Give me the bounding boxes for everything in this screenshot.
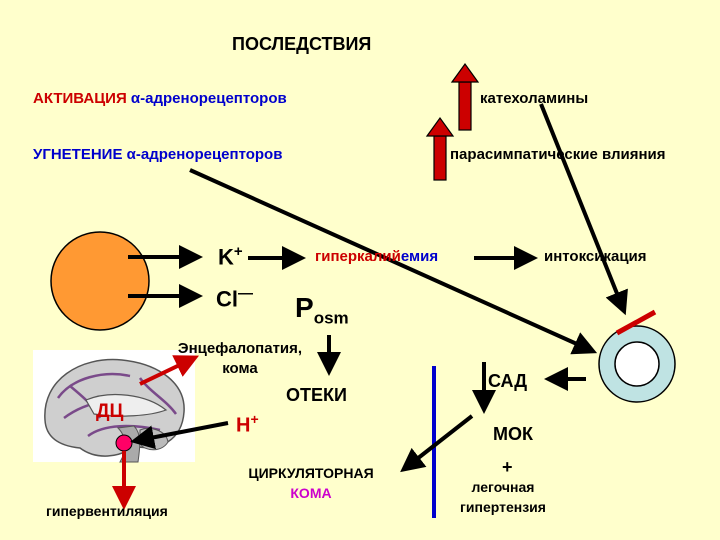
hydrogen-symbol: H bbox=[236, 414, 251, 437]
hyperkalemia-label: гиперкалийемия bbox=[315, 249, 438, 264]
cell-circle bbox=[50, 231, 150, 331]
activation-label: АКТИВАЦИЯ α-адренорецепторов bbox=[33, 91, 287, 106]
respiratory-center-dot bbox=[115, 434, 133, 452]
inhibition-to-vessel-arrow bbox=[189, 168, 598, 355]
pulmonary-hypertension-label: легочная гипертензия bbox=[440, 477, 566, 517]
encephalopathy-line2: кома bbox=[222, 360, 258, 377]
parasympathetic-increase-arrow bbox=[425, 116, 455, 181]
encephalopathy-arrow bbox=[139, 355, 200, 386]
posm-symbol: P bbox=[295, 292, 314, 323]
circulatory-coma-line1: ЦИРКУЛЯТОРНАЯ bbox=[248, 465, 374, 481]
inhibition-label: УГНЕТЕНИЕ α-адренорецепторов bbox=[33, 147, 282, 162]
potassium-charge: + bbox=[233, 243, 243, 260]
catecholamines-to-vessel-arrow bbox=[539, 103, 628, 316]
vessel-block-bar bbox=[615, 309, 657, 336]
vessel-lumen bbox=[614, 341, 660, 387]
encephalopathy-line1: Энцефалопатия, bbox=[177, 340, 303, 357]
posm-label: Posm bbox=[295, 294, 349, 327]
chloride-symbol: Cl bbox=[216, 286, 238, 312]
hydrogen-label: H+ bbox=[236, 412, 259, 436]
pulmonary-hypertension-line2: гипертензия bbox=[460, 499, 546, 515]
to-circulatory-coma-arrow bbox=[400, 414, 474, 473]
inhibition-rest: α-адренорецепторов bbox=[122, 146, 283, 163]
chloride-label: Cl— bbox=[216, 286, 253, 310]
encephalopathy-label: Энцефалопатия, кома bbox=[165, 339, 315, 379]
page-title: ПОСЛЕДСТВИЯ bbox=[232, 34, 372, 54]
hyperventilation-label: гипервентиляция bbox=[46, 503, 168, 519]
circulatory-coma-label: ЦИРКУЛЯТОРНАЯ КОМА bbox=[226, 463, 396, 503]
inhibition-word: УГНЕТЕНИЕ bbox=[33, 146, 123, 163]
catecholamines-increase-arrow bbox=[450, 62, 480, 131]
catecholamines-label: катехоламины bbox=[480, 90, 589, 107]
hyperkalemia-blue: емия bbox=[400, 248, 439, 265]
edema-label: ОТЕКИ bbox=[286, 385, 347, 405]
respiratory-center-label: ДЦ bbox=[96, 401, 124, 422]
posm-subscript: osm bbox=[313, 308, 349, 328]
parasympathetic-label: парасимпатические влияния bbox=[450, 146, 666, 163]
hydrogen-charge: + bbox=[250, 411, 259, 427]
circulatory-coma-line2: КОМА bbox=[290, 485, 332, 501]
sad-label: САД bbox=[488, 371, 528, 391]
mok-plus: + bbox=[502, 457, 513, 477]
potassium-symbol: K bbox=[218, 244, 234, 270]
activation-rest: α-адренорецепторов bbox=[126, 90, 287, 107]
hydrogen-to-center-arrow bbox=[130, 421, 229, 450]
mok-label: МОК bbox=[493, 424, 533, 444]
chloride-charge: — bbox=[238, 285, 253, 302]
hyperkalemia-red: гиперкалий bbox=[315, 248, 401, 265]
activation-word: АКТИВАЦИЯ bbox=[33, 90, 127, 107]
intoxication-label: интоксикация bbox=[544, 248, 647, 265]
potassium-label: K+ bbox=[218, 244, 243, 268]
pulmonary-hypertension-line1: легочная bbox=[471, 479, 535, 495]
